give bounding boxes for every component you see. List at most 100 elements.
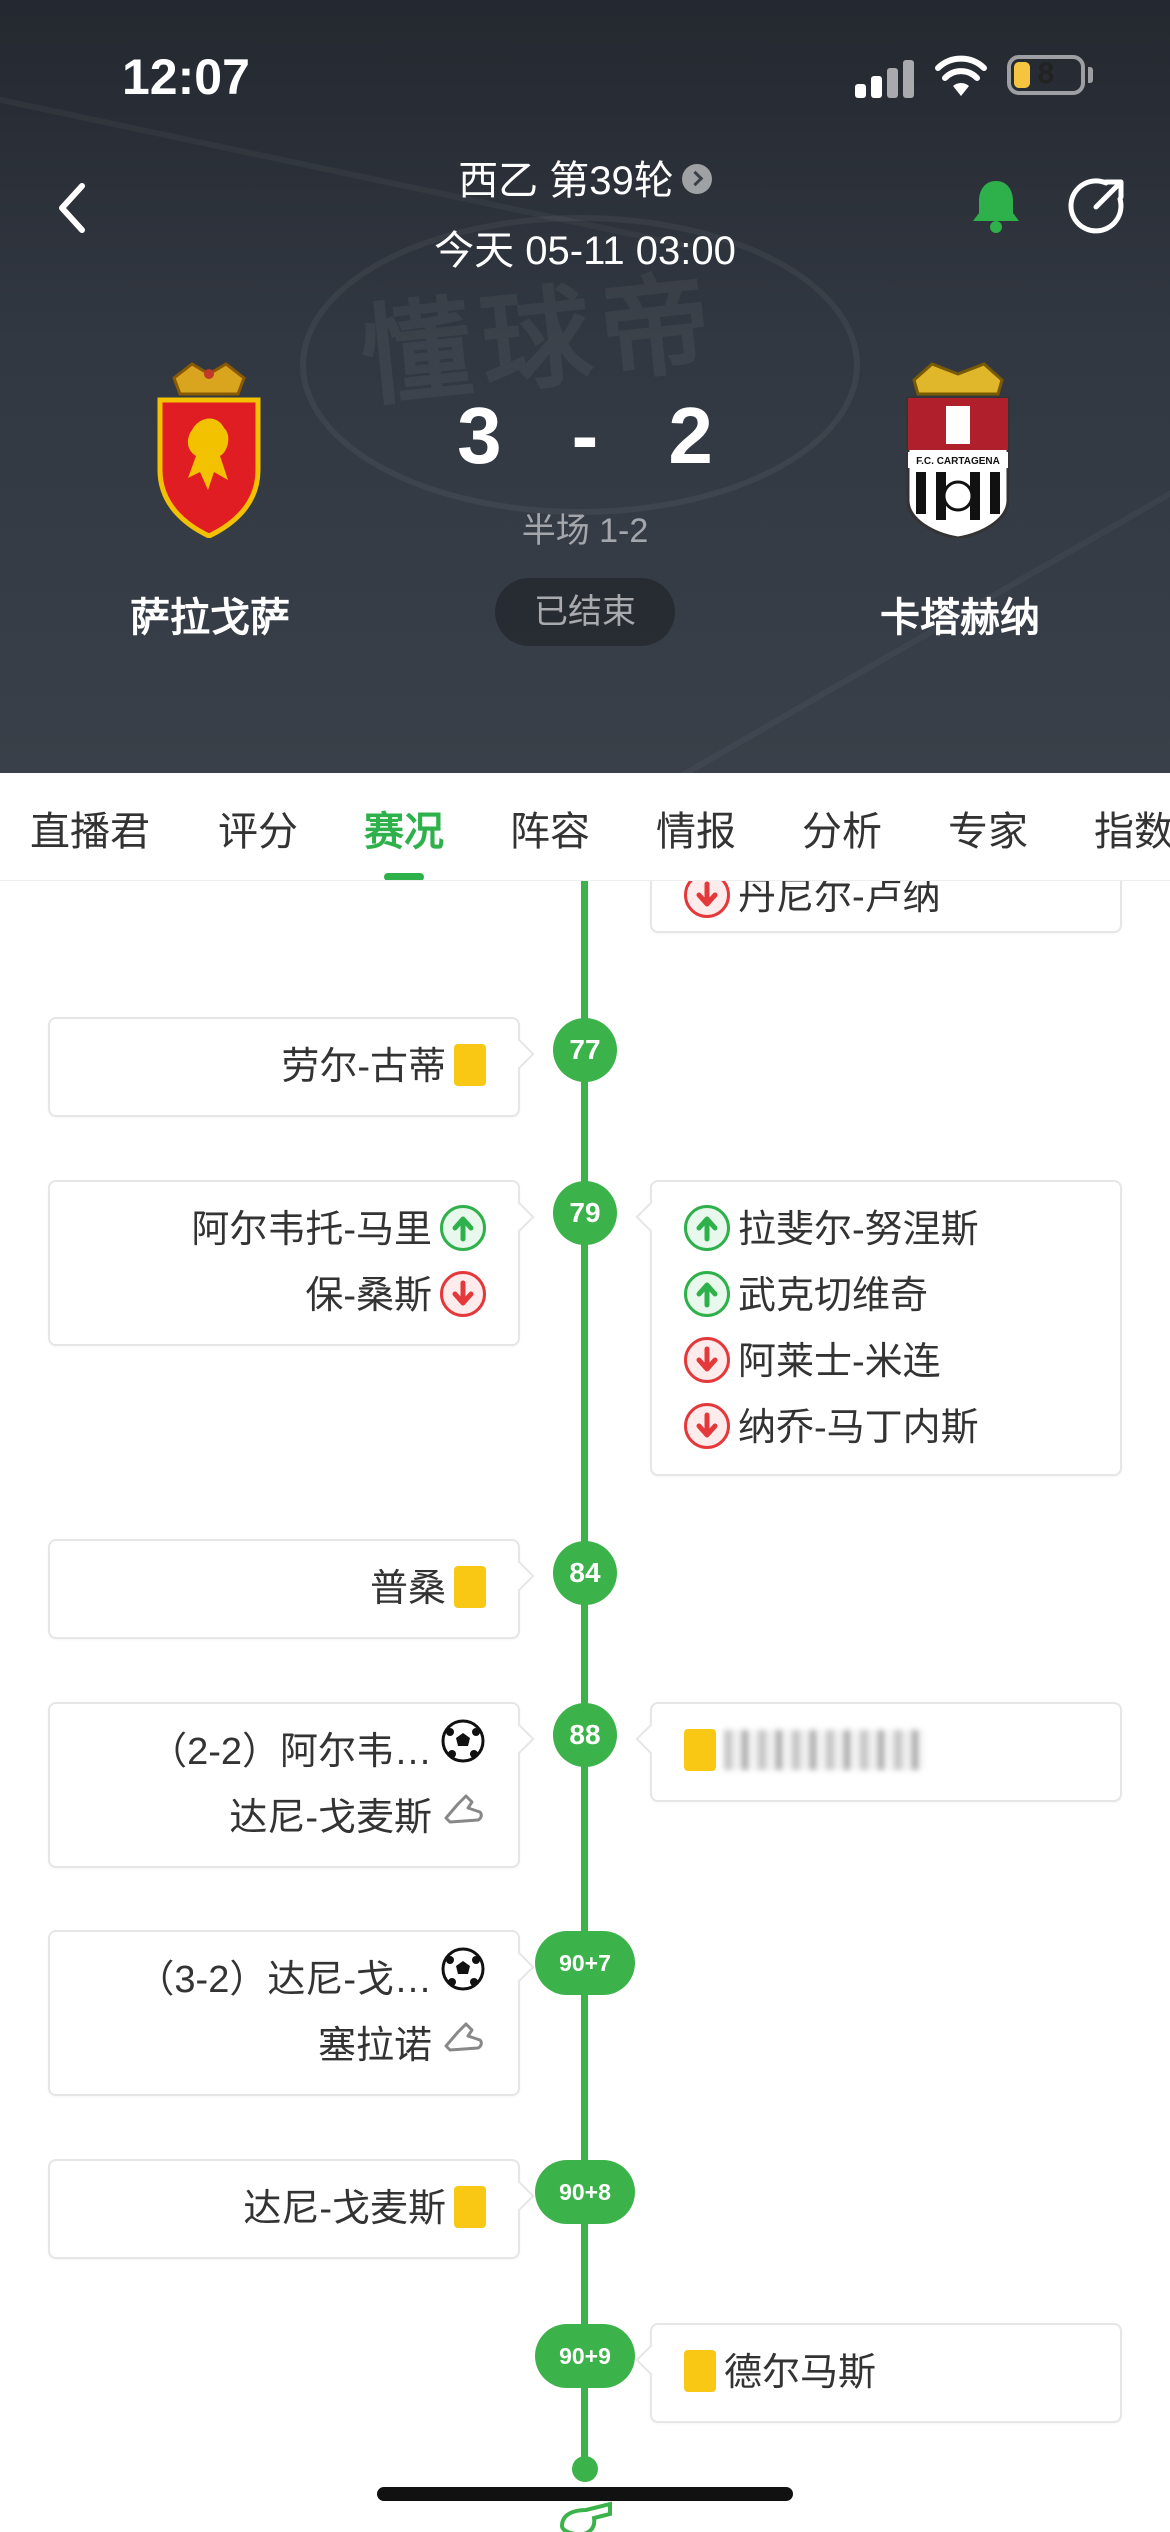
goal-description: （3-2）达尼-戈… — [136, 1959, 432, 2002]
sub-off-icon — [684, 881, 730, 918]
event-row: 达尼-戈麦斯 — [243, 2179, 486, 2239]
player-name: 阿莱士-米连 — [738, 1341, 941, 1383]
event-card-home[interactable]: 达尼-戈麦斯 — [48, 2159, 520, 2259]
player-name: 普桑 — [369, 1568, 446, 1610]
tab-experts[interactable]: 专家 — [948, 810, 1028, 854]
back-arrow-icon[interactable] — [48, 178, 98, 238]
player-name: 丹尼尔-卢纳 — [738, 881, 941, 918]
event-card-home[interactable]: 普桑 — [48, 1539, 520, 1639]
whistle-icon — [559, 2501, 612, 2532]
event-row: 普桑 — [370, 1559, 486, 1619]
cellular-signal-icon — [855, 58, 917, 98]
player-name: 保-桑斯 — [305, 1275, 432, 1317]
tab-odds[interactable]: 指数 — [1094, 810, 1170, 854]
yellow-card-icon — [684, 1728, 716, 1771]
soccer-ball-icon — [440, 1718, 486, 1782]
tab-match-events[interactable]: 赛况 — [364, 810, 444, 854]
event-card-away[interactable]: 德尔马斯 — [650, 2323, 1122, 2423]
home-team-crest — [157, 362, 261, 538]
blurred-player-name — [724, 1729, 924, 1770]
player-name: 纳乔-马丁内斯 — [738, 1407, 979, 1449]
event-row: 丹尼尔-卢纳 — [684, 881, 941, 927]
event-card-away[interactable]: 丹尼尔-卢纳 — [650, 881, 1122, 933]
tab-ratings[interactable]: 评分 — [218, 810, 298, 854]
league-round-link[interactable]: 西乙 第39轮 — [0, 148, 1170, 206]
player-name: 德尔马斯 — [724, 2352, 877, 2394]
wifi-icon — [935, 55, 987, 96]
yellow-card-icon — [684, 2349, 716, 2392]
share-icon[interactable] — [1066, 175, 1128, 237]
status-time: 12:07 — [122, 49, 250, 105]
event-row: 拉斐尔-努涅斯 — [684, 1200, 979, 1260]
event-row: 德尔马斯 — [684, 2343, 876, 2403]
event-row: （2-2）阿尔韦… — [149, 1719, 486, 1782]
league-round-label: 西乙 第39轮 — [458, 159, 674, 203]
match-datetime: 今天 05-11 03:00 — [434, 229, 736, 273]
event-row: 保-桑斯 — [305, 1266, 486, 1326]
battery-level: 8 — [1037, 57, 1055, 90]
event-row: 阿尔韦托-马里 — [191, 1200, 486, 1260]
bell-icon[interactable] — [965, 175, 1027, 237]
yellow-card-icon — [454, 1565, 486, 1608]
goal-description: （2-2）阿尔韦… — [149, 1731, 432, 1774]
home-team-name[interactable]: 萨拉戈萨 — [130, 596, 290, 640]
assist-name: 达尼-戈麦斯 — [229, 1797, 432, 1840]
match-timeline[interactable]: 丹尼尔-卢纳 劳尔-古蒂 77 阿尔韦托-马里 保-桑斯 拉斐尔-努涅斯 武克切… — [0, 881, 1170, 2532]
timeline-axis — [581, 881, 588, 2471]
event-minute: 84 — [553, 1541, 617, 1605]
sub-on-icon — [684, 1270, 730, 1317]
yellow-card-icon — [454, 2185, 486, 2228]
battery-cap — [1088, 67, 1093, 83]
event-minute: 88 — [553, 1703, 617, 1767]
tab-live[interactable]: 直播君 — [30, 810, 150, 854]
event-card-home[interactable]: 劳尔-古蒂 — [48, 1017, 520, 1117]
match-status-badge: 已结束 — [495, 578, 675, 646]
assist-boot-icon — [440, 2012, 486, 2076]
soccer-ball-icon — [440, 1946, 486, 2010]
event-row: （3-2）达尼-戈… — [136, 1947, 486, 2010]
event-row: 武克切维奇 — [684, 1266, 928, 1326]
sub-off-icon — [684, 1336, 730, 1383]
home-score: 3 — [457, 391, 502, 480]
sub-off-icon — [440, 1270, 486, 1317]
pitch-circle-decoration — [300, 215, 860, 515]
away-team-crest: F.C. CARTAGENA — [906, 362, 1010, 538]
player-name: 武克切维奇 — [738, 1275, 929, 1317]
home-indicator[interactable] — [377, 2487, 793, 2501]
tab-analysis[interactable]: 分析 — [802, 810, 882, 854]
event-row: 纳乔-马丁内斯 — [684, 1398, 979, 1458]
player-name: 阿尔韦托-马里 — [191, 1209, 432, 1251]
event-card-home[interactable]: （3-2）达尼-戈… 塞拉诺 — [48, 1930, 520, 2096]
player-name: 劳尔-古蒂 — [281, 1046, 446, 1088]
halftime-score: 半场 1-2 — [521, 512, 649, 550]
match-header: 懂球帝 12:07 8 西乙 第39轮 今天 05-11 03:00 — [0, 0, 1170, 773]
sub-on-icon — [684, 1204, 730, 1251]
tab-intel[interactable]: 情报 — [656, 810, 736, 854]
yellow-card-icon — [454, 1043, 486, 1086]
event-minute: 90+8 — [535, 2160, 635, 2224]
event-card-home[interactable]: 阿尔韦托-马里 保-桑斯 — [48, 1180, 520, 1346]
sub-off-icon — [684, 1402, 730, 1449]
event-row: 劳尔-古蒂 — [281, 1037, 486, 1097]
event-row: 达尼-戈麦斯 — [229, 1788, 486, 1848]
event-minute: 90+7 — [535, 1931, 635, 1995]
event-minute: 77 — [553, 1018, 617, 1082]
scoreline: 3-2 — [0, 390, 1170, 482]
timeline-end-dot — [572, 2456, 598, 2482]
away-crest-text: F.C. CARTAGENA — [916, 456, 1000, 467]
event-card-home[interactable]: （2-2）阿尔韦… 达尼-戈麦斯 — [48, 1702, 520, 1868]
player-name: 达尼-戈麦斯 — [243, 2188, 446, 2230]
sub-on-icon — [440, 1204, 486, 1251]
event-row: 塞拉诺 — [318, 2016, 486, 2076]
away-team-name[interactable]: 卡塔赫纳 — [880, 596, 1040, 640]
tab-lineup[interactable]: 阵容 — [510, 810, 590, 854]
event-row: 阿莱士-米连 — [684, 1332, 941, 1392]
away-score: 2 — [668, 391, 713, 480]
event-card-away[interactable]: 拉斐尔-努涅斯 武克切维奇 阿莱士-米连 纳乔-马丁内斯 — [650, 1180, 1122, 1476]
event-card-away[interactable] — [650, 1702, 1122, 1802]
tab-bar: 直播君 评分 赛况 阵容 情报 分析 专家 指数 — [0, 773, 1170, 881]
assist-name: 塞拉诺 — [317, 2025, 432, 2068]
chevron-right-icon — [681, 164, 712, 195]
active-tab-indicator — [384, 873, 424, 880]
score-separator: - — [571, 391, 599, 480]
